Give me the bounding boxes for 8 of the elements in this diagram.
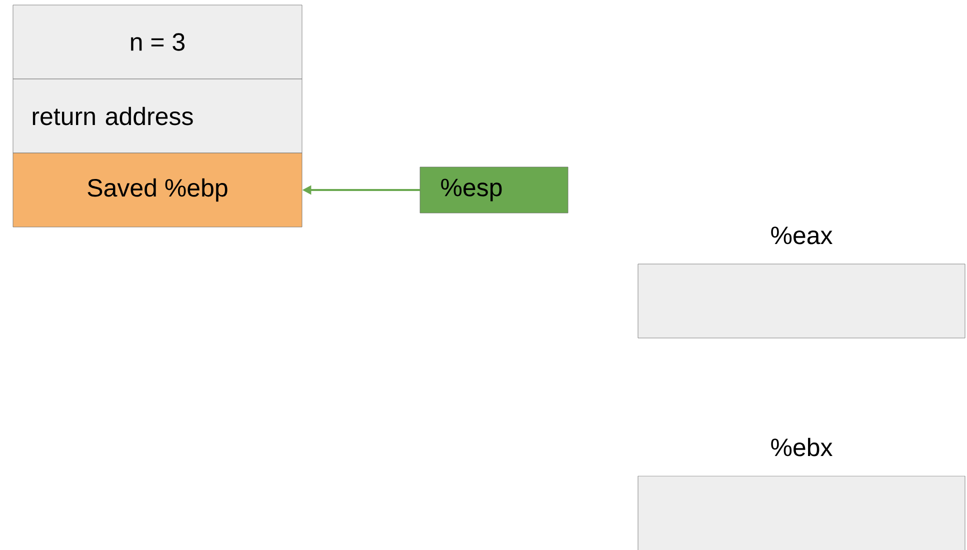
stack-cell: return address: [12, 78, 302, 154]
node-label: %eax: [771, 226, 832, 244]
stack-cell: Saved %ebp: [12, 152, 302, 228]
node-label: %ebx: [771, 438, 832, 456]
register-box: %ebx: [638, 438, 966, 550]
stack-cell: n = 3: [12, 4, 302, 80]
register-label: %esp: [420, 166, 568, 214]
register-box: %eax: [638, 226, 966, 338]
